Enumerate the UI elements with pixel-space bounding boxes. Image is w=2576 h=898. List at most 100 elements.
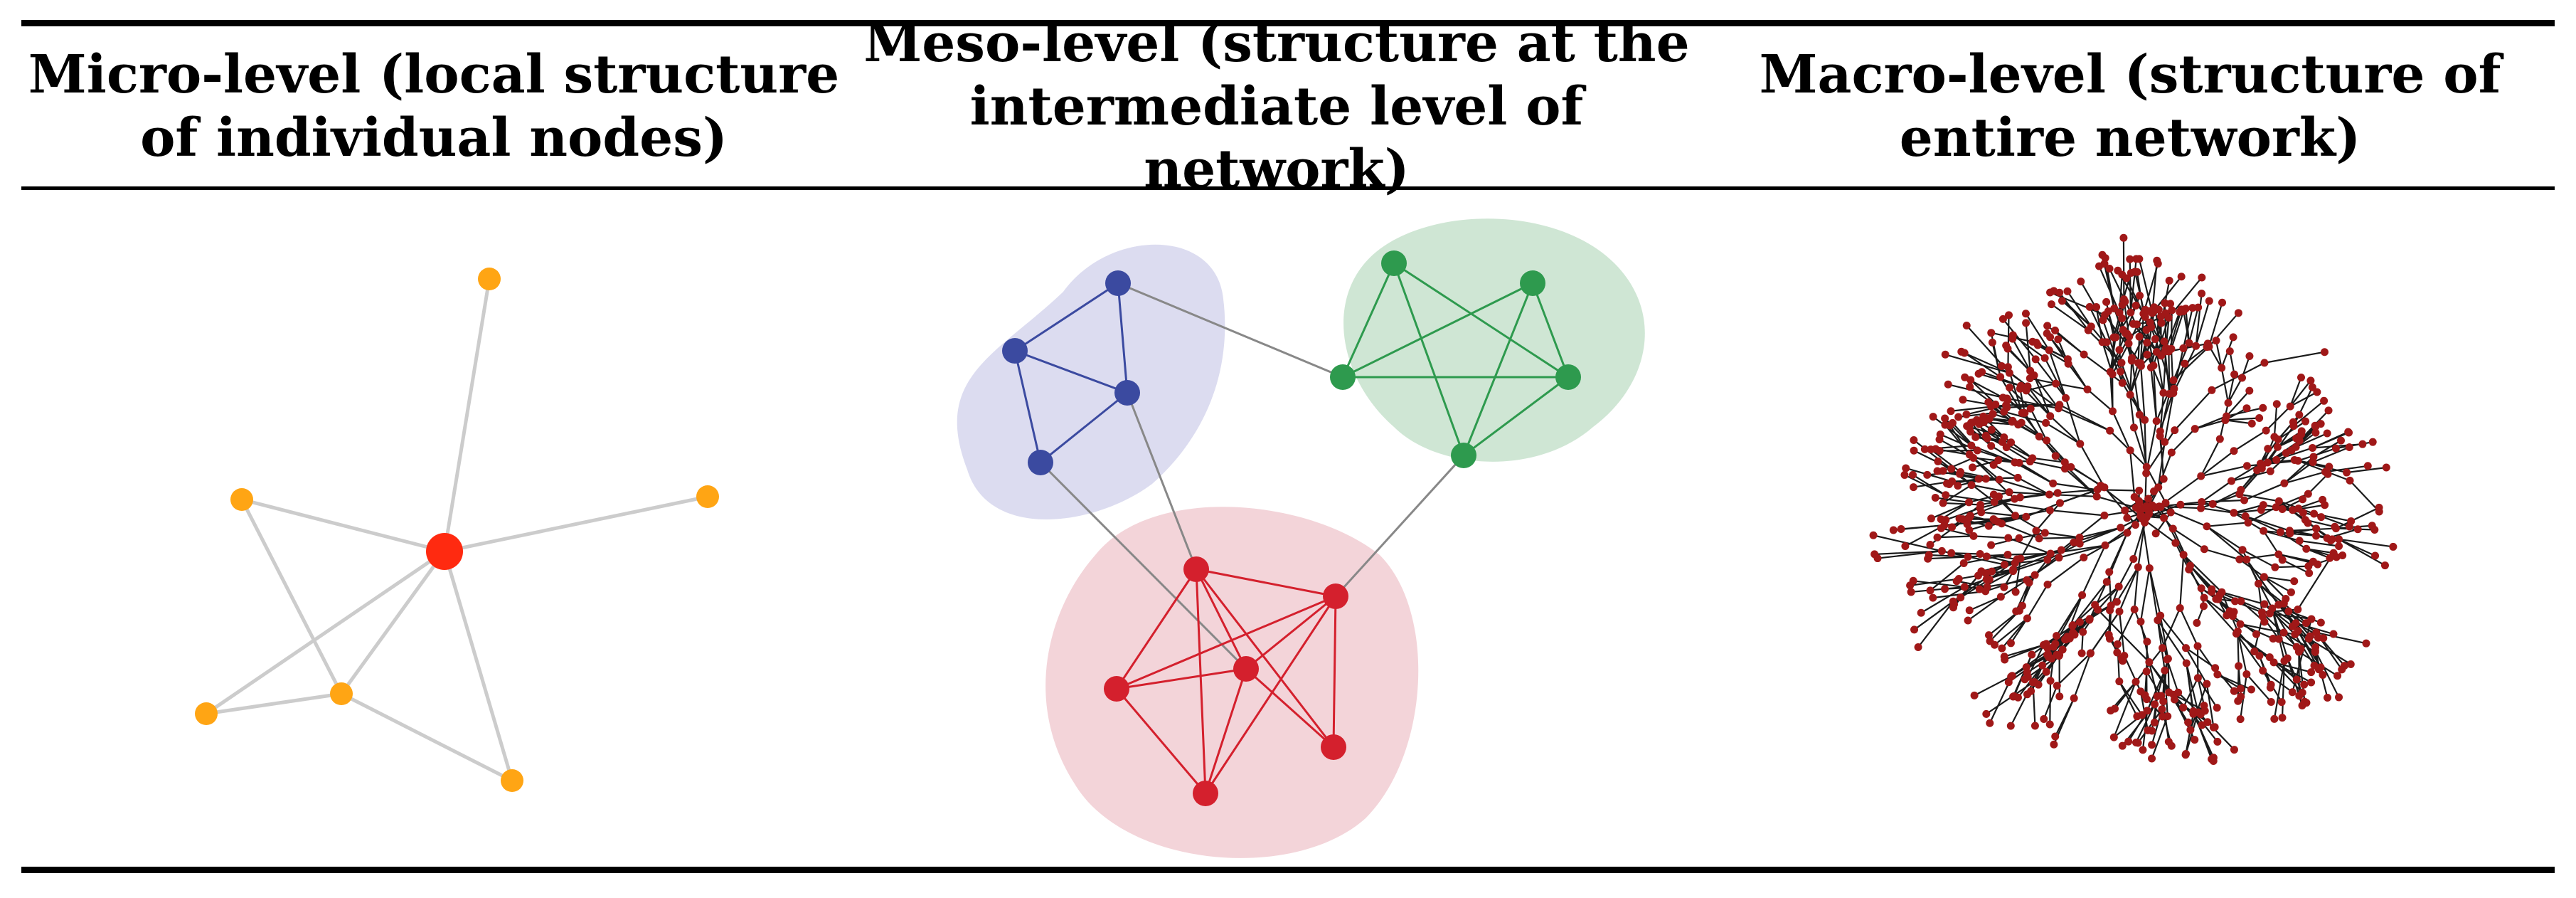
micro-neighbor-node (501, 769, 523, 792)
macro-edge (1927, 556, 1969, 560)
macro-node (2336, 436, 2345, 445)
macro-node (2117, 367, 2125, 376)
macro-edge (2200, 450, 2235, 477)
macro-node (2238, 374, 2247, 382)
macro-node (2050, 740, 2058, 749)
macro-edge (2079, 443, 2105, 488)
macro-node (2028, 650, 2036, 659)
macro-node (2123, 514, 2131, 522)
macro-edge (2118, 680, 2143, 716)
macro-edge (2296, 552, 2335, 611)
macro-node (2324, 406, 2333, 415)
macro-node (1939, 467, 1947, 475)
macro-node (1971, 433, 1980, 441)
macro-edge (2179, 554, 2185, 608)
macro-edge (2015, 558, 2022, 593)
macro-node (2262, 426, 2270, 435)
macro-edge (2010, 618, 2028, 644)
macro-node (2121, 506, 2129, 514)
macro-edge (2165, 311, 2181, 349)
macro-node (2247, 685, 2256, 694)
macro-edge (2103, 263, 2115, 309)
macro-edge (2118, 566, 2139, 612)
macro-node (2043, 436, 2051, 445)
macro-node (2122, 274, 2131, 282)
macro-node (1910, 446, 1918, 455)
macro-edge (2179, 608, 2199, 647)
macro-node (2145, 564, 2154, 572)
macro-node (2316, 618, 2325, 627)
meso-level-network (957, 218, 1645, 858)
macro-edge (2048, 349, 2067, 398)
macro-node (2311, 428, 2320, 437)
macro-node (1968, 463, 1976, 472)
macro-node (2345, 443, 2353, 451)
macro-edge (2059, 403, 2111, 432)
macro-node (2215, 435, 2224, 443)
macro-node (2234, 697, 2242, 705)
macro-node (2078, 591, 2087, 599)
macro-node (2260, 573, 2268, 581)
macro-edge (2146, 354, 2164, 393)
macro-node (2008, 334, 2017, 343)
macro-node (2316, 663, 2325, 672)
macro-node (2270, 714, 2279, 723)
macro-node (2118, 379, 2127, 387)
macro-node (2229, 333, 2237, 342)
macro-node (1970, 691, 1979, 699)
macro-node (2169, 376, 2178, 384)
macro-edge (2145, 430, 2176, 474)
macro-node (2057, 546, 2065, 554)
macro-edge (2074, 609, 2099, 635)
macro-node (2108, 370, 2117, 379)
macro-edge (2159, 615, 2187, 649)
macro-node (1960, 583, 1969, 591)
macro-edge (2026, 583, 2048, 619)
red-node (1193, 781, 1218, 806)
macro-node (2205, 297, 2213, 305)
macro-node (2358, 440, 2367, 448)
macro-node (2260, 618, 2269, 626)
macro-node (2115, 677, 2124, 686)
macro-edge (2097, 609, 2150, 663)
macro-node (2294, 505, 2303, 513)
macro-edge (2079, 527, 2122, 545)
macro-node (2003, 551, 2012, 559)
macro-edge (2028, 559, 2048, 583)
macro-node (2307, 615, 2316, 623)
red-node (1183, 556, 1209, 582)
macro-node (2282, 595, 2290, 603)
macro-node (2260, 527, 2268, 535)
macro-node (2156, 611, 2165, 620)
macro-edge (2206, 525, 2243, 551)
macro-node (2112, 598, 2121, 606)
macro-edge (2118, 318, 2123, 350)
macro-edge (2281, 660, 2286, 718)
macro-node (2109, 407, 2117, 416)
green-edge (1463, 376, 1569, 457)
macro-node (1981, 475, 1990, 483)
macro-node (2018, 601, 2026, 610)
macro-edge (2283, 632, 2316, 653)
macro-node (2308, 383, 2316, 391)
macro-node (2025, 579, 2033, 587)
macro-node (2136, 291, 2144, 300)
macro-node (2290, 577, 2299, 586)
macro-node (2218, 588, 2226, 596)
macro-edge (2312, 446, 2350, 463)
macro-edge (2108, 571, 2112, 606)
macro-node (2266, 683, 2274, 692)
macro-node (2274, 550, 2283, 559)
macro-node (2042, 418, 2050, 427)
macro-node (2306, 376, 2315, 385)
macro-node (2198, 273, 2206, 282)
macro-edge (2137, 709, 2163, 744)
macro-node (2143, 638, 2151, 646)
macro-edge (2055, 383, 2088, 391)
macro-node (2023, 614, 2031, 623)
macro-node (1964, 552, 1972, 561)
macro-node (2285, 527, 2294, 535)
macro-edge (2132, 323, 2158, 353)
blue-node (1114, 380, 1140, 406)
macro-node (2276, 528, 2284, 537)
